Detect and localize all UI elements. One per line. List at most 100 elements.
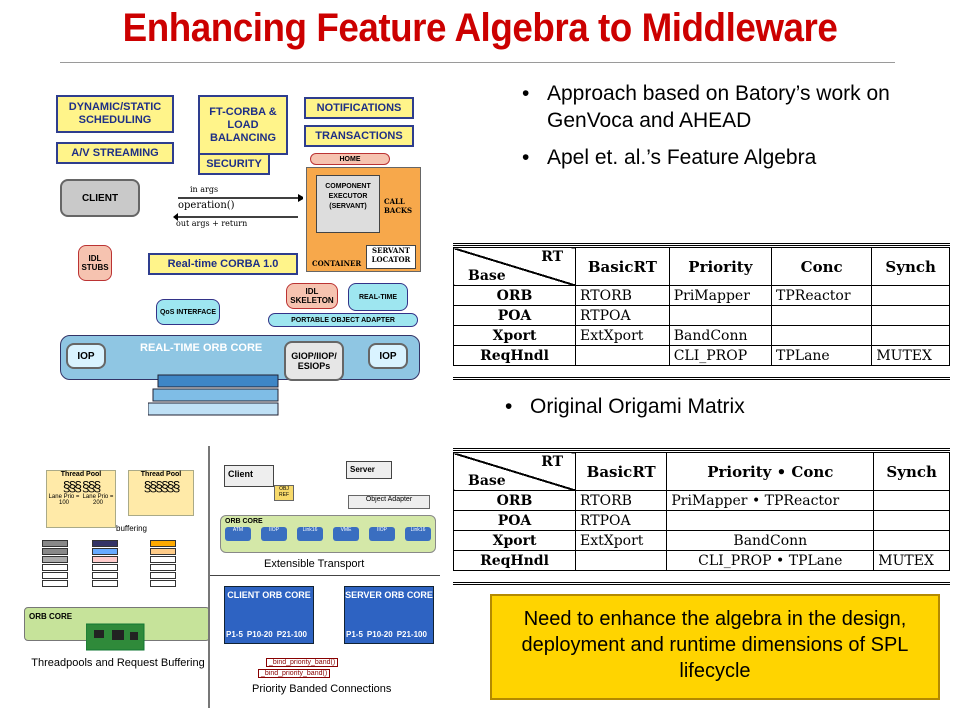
horizontal-divider [210, 575, 440, 576]
band-label: P10-20 [246, 630, 273, 639]
table-cell: MUTEX [871, 345, 950, 366]
client-bands: P1-5 P10-20 P21-100 [226, 630, 307, 639]
transport-plugin: VME [333, 527, 359, 541]
bullet-text: Approach based on Batory’s work on GenVo… [547, 82, 890, 132]
operation-label: operation() [178, 200, 235, 211]
origami-matrix-table: RT Base BasicRT Priority • Conc Synch OR… [453, 452, 950, 571]
table-cell: PriMapper • TPReactor [666, 490, 875, 511]
band-label: P1-5 [226, 630, 243, 639]
thread-pool-label: Thread Pool [140, 471, 182, 478]
portable-object-adapter-box: PORTABLE OBJECT ADAPTER [268, 313, 418, 327]
queue-icon [92, 540, 118, 588]
bind-call-label: _bind_priority_band() [258, 669, 331, 678]
table-corner: RT Base [453, 452, 576, 491]
transport-plugin: ATM [225, 527, 251, 541]
network-stack-icon [148, 374, 279, 416]
table-cell [668, 305, 773, 326]
table-cell [873, 510, 950, 531]
bullet-text: Apel et. al.’s Feature Algebra [547, 146, 817, 169]
table-header-row: RT Base BasicRT Priority • Conc Synch [453, 452, 950, 491]
table-row: Xport ExtXport BandConn [453, 530, 950, 551]
table-cell [871, 285, 950, 306]
client-box: CLIENT [60, 179, 140, 217]
transport-plugin: IIOP [261, 527, 287, 541]
dynamic-static-scheduling-box: DYNAMIC/STATIC SCHEDULING [56, 95, 174, 133]
bullet-list: • Approach based on Batory’s work on Gen… [522, 80, 922, 181]
table-row: ReqHndl CLI_PROP TPLane MUTEX [453, 345, 950, 366]
thread-pool-box: Thread Pool §§§§§§ [128, 470, 194, 516]
obj-ref-box: OBJ REF [274, 485, 294, 501]
column-header: Synch [871, 247, 950, 286]
thread-pool-box: Thread Pool §§§ §§§ Lane Prio = 100 Lane… [46, 470, 116, 528]
row-header: ReqHndl [453, 345, 576, 366]
column-header: Priority [668, 247, 773, 286]
column-header: BasicRT [574, 452, 668, 491]
transactions-box: TRANSACTIONS [304, 125, 414, 147]
server-bands: P1-5 P10-20 P21-100 [346, 630, 427, 639]
table1-frame: RT Base BasicRT Priority Conc Synch ORB … [453, 243, 950, 380]
buffering-label: buffering [116, 524, 147, 533]
table-row: ORB RTORB PriMapper • TPReactor [453, 490, 950, 511]
table-row: Xport ExtXport BandConn [453, 325, 950, 346]
row-header: POA [453, 510, 576, 531]
servant-locator-box: SERVANT LOCATOR [366, 245, 416, 269]
iop-left-box: IOP [66, 343, 106, 369]
bullet-dot: • [522, 82, 530, 105]
table-cell: RTORB [575, 285, 670, 306]
band-label: P21-100 [276, 630, 307, 639]
transport-caption: Extensible Transport [264, 558, 365, 570]
table-corner: RT Base [453, 247, 576, 286]
table-row: ReqHndl CLI_PROP • TPLane MUTEX [453, 550, 950, 571]
callout-box: Need to enhance the algebra in the desig… [490, 594, 940, 700]
security-box: SECURITY [198, 153, 270, 175]
circuit-board-icon [86, 623, 145, 651]
band-label: P10-20 [366, 630, 393, 639]
table-cell [871, 305, 950, 326]
bullet-dot: • [505, 395, 513, 418]
base-label: Base [468, 473, 506, 489]
out-args-label: out args + return [176, 219, 248, 228]
idl-skeleton-box: IDL SKELETON [286, 283, 338, 309]
bullet-item: • Original Origami Matrix [505, 395, 745, 419]
table-cell: ExtXport [575, 325, 670, 346]
feature-matrix-table: RT Base BasicRT Priority Conc Synch ORB … [453, 247, 950, 366]
container-label: CONTAINER [312, 259, 362, 268]
client-orb-core-label: CLIENT ORB CORE [227, 590, 311, 600]
band-label: P1-5 [346, 630, 363, 639]
row-header: Xport [453, 530, 576, 551]
table-header-row: RT Base BasicRT Priority Conc Synch [453, 247, 950, 286]
row-header: POA [453, 305, 576, 326]
threads-icon: §§§§§§ [143, 478, 181, 494]
table-row: ORB RTORB PriMapper TPReactor [453, 285, 950, 306]
table-cell [666, 510, 875, 531]
slide-title: Enhancing Feature Algebra to Middleware [122, 6, 838, 50]
object-adapter-box: Object Adapter [348, 495, 430, 509]
server-orb-core-box: SERVER ORB CORE [344, 586, 434, 644]
column-header: Conc [771, 247, 873, 286]
table-cell: RTPOA [575, 305, 670, 326]
table-cell: BandConn [666, 530, 875, 551]
column-header: Synch [873, 452, 950, 491]
transport-plugin: Link16 [405, 527, 431, 541]
table-cell: RTPOA [574, 510, 668, 531]
row-header: ORB [453, 490, 576, 511]
table-cell [771, 325, 873, 346]
queue-icon [150, 540, 176, 588]
extensible-transport-diagram: Client OBJ REF Server Object Adapter ORB… [218, 455, 440, 573]
invocation-arrows [173, 194, 303, 221]
iop-right-box: IOP [368, 343, 408, 369]
table-cell: PriMapper [668, 285, 773, 306]
table-cell [871, 325, 950, 346]
base-label: Base [468, 268, 506, 284]
table-cell: RTORB [574, 490, 668, 511]
title-divider [60, 62, 895, 63]
transport-plugin: IIOP [369, 527, 395, 541]
row-header: Xport [453, 325, 576, 346]
in-args-label: in args [190, 185, 219, 194]
priority-banded-diagram: CLIENT ORB CORE SERVER ORB CORE P1-5 P10… [218, 582, 440, 700]
orb-core-label: ORB CORE [225, 518, 263, 525]
column-header: Priority • Conc [666, 452, 875, 491]
table-row: POA RTPOA [453, 305, 950, 326]
table-cell: CLI_PROP • TPLane [666, 550, 875, 571]
realtime-box: REAL-TIME [348, 283, 408, 311]
